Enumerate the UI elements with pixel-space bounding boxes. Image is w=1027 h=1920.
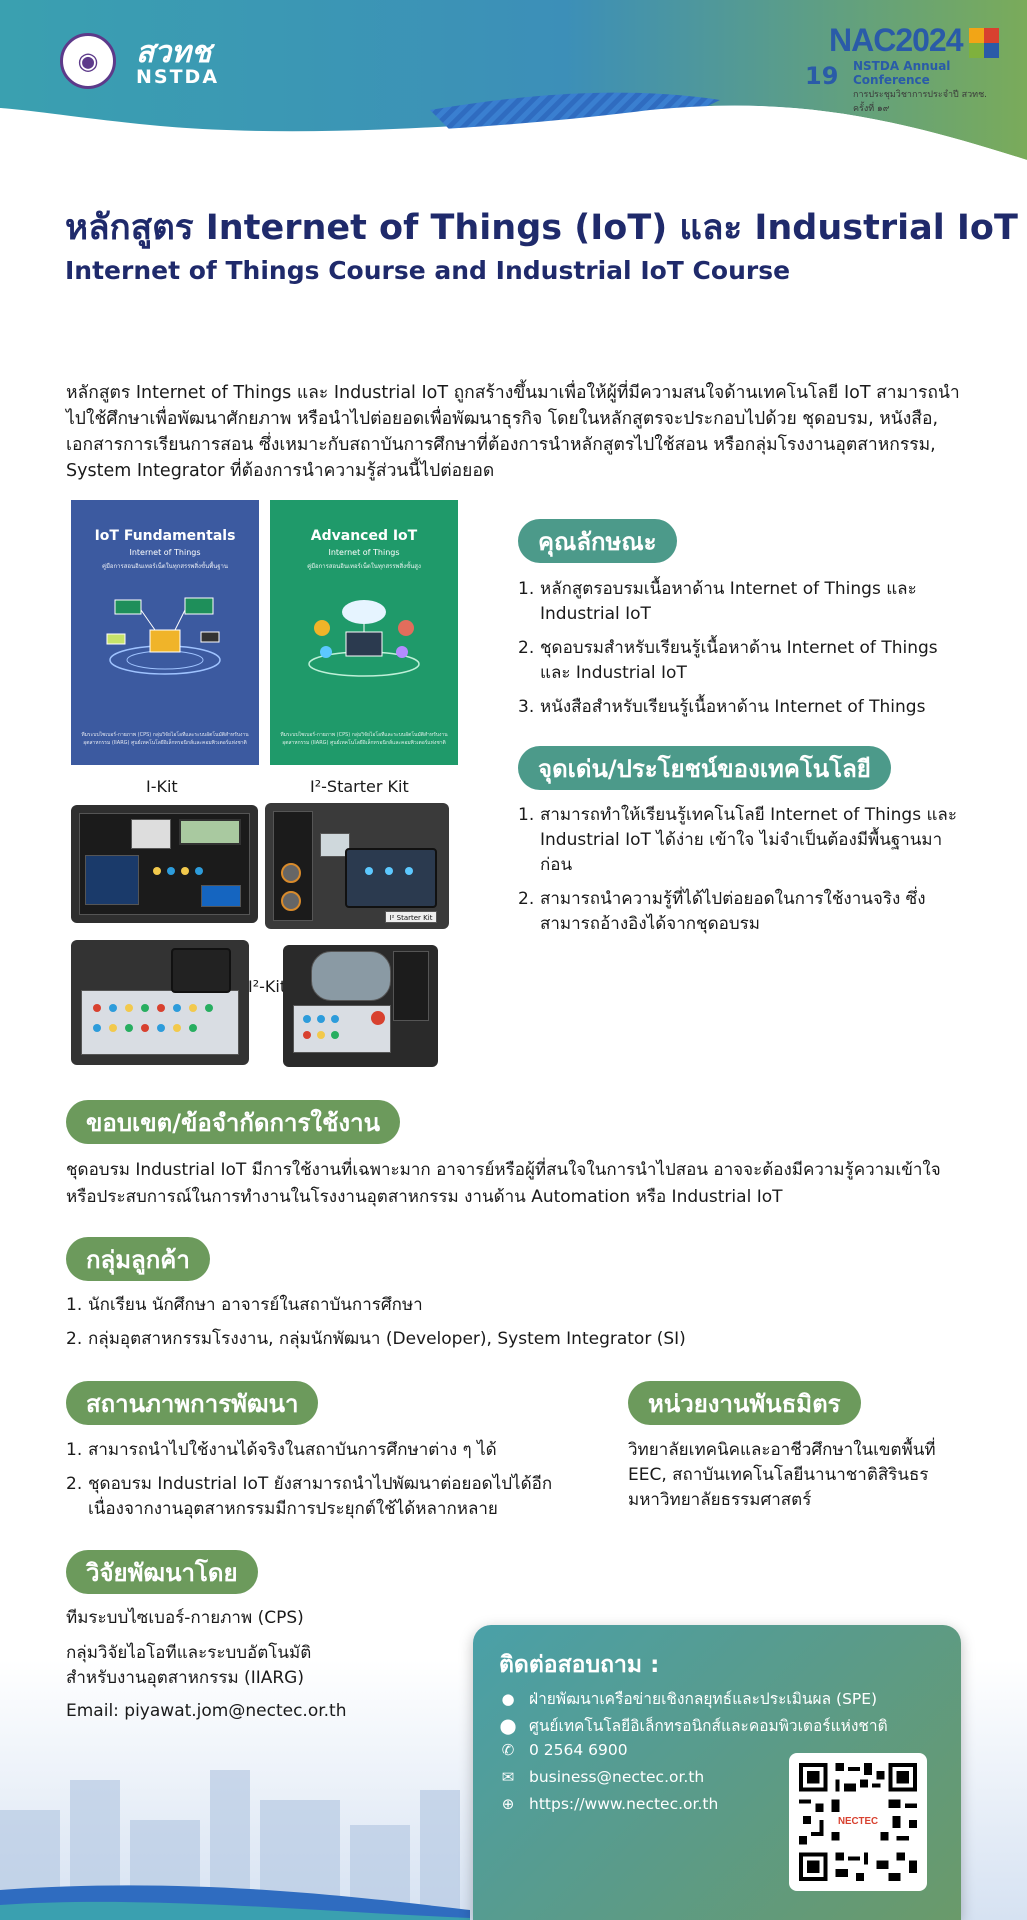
nstda-logo-thai: สวทช	[136, 35, 212, 70]
list-item: 1.สามารถนำไปใช้งานได้จริงในสถาบันการศึกษ…	[66, 1440, 497, 1460]
page-title-thai: หลักสูตร Internet of Things (IoT) และ In…	[65, 208, 1018, 248]
features-heading: คุณลักษณะ	[518, 519, 677, 563]
qr-center-label: NECTEC	[838, 1816, 878, 1827]
contact-phone[interactable]: ✆ 0 2564 6900	[499, 1741, 628, 1759]
book-title: Advanced IoT	[310, 528, 418, 544]
page-title-english: Internet of Things Course and Industrial…	[65, 256, 791, 285]
partners-text: วิทยาลัยเทคนิคและอาชีวศึกษาในเขตพื้นที่ …	[628, 1440, 936, 1510]
research-group-line1: กลุ่มวิจัยไอโอทีและระบบอัตโนมัติ	[66, 1643, 312, 1663]
book-description: คู่มือการสอนอินเทอร์เน็ตในทุกสรรพสิ่งขั้…	[101, 563, 229, 570]
i-kit-image	[71, 805, 258, 923]
header-banner: ◉ สวทช NSTDA NAC2024 19 NSTDA Annual Con…	[0, 0, 1027, 170]
customers-list: 1.นักเรียน นักศึกษา อาจารย์ในสถาบันการศึ…	[66, 1293, 966, 1361]
contact-card: ติดต่อสอบถาม : ● ฝ่ายพัฒนาเครือข่ายเชิงก…	[473, 1625, 961, 1920]
nac-edition-number: 19	[805, 62, 839, 90]
research-email[interactable]: Email: piyawat.jom@nectec.or.th	[66, 1701, 347, 1721]
customers-heading: กลุ่มลูกค้า	[66, 1237, 210, 1281]
benefits-list: 1.สามารถทำให้เรียนรู้เทคโนโลยี Internet …	[518, 803, 968, 946]
book-description: คู่มือการสอนอินเทอร์เน็ตในทุกสรรพสิ่งขั้…	[307, 563, 421, 570]
nac-title: NAC2024	[829, 22, 964, 58]
list-item: 1.สามารถทำให้เรียนรู้เทคโนโลยี Internet …	[518, 805, 957, 875]
limitations-text: ชุดอบรม Industrial IoT มีการใช้งานที่เฉพ…	[66, 1160, 941, 1207]
partners-heading: หน่วยงานพันธมิตร	[628, 1381, 861, 1425]
list-item: 2.ชุดอบรม Industrial IoT ยังสามารถนำไปพั…	[66, 1474, 553, 1519]
list-item: 3.หนังสือสำหรับเรียนรู้เนื้อหาด้าน Inter…	[518, 697, 926, 717]
contact-email[interactable]: ✉ business@nectec.or.th	[499, 1768, 705, 1786]
i2-kit-caption: I²-Kit	[248, 977, 287, 996]
nstda-seal-logo: ◉	[60, 33, 116, 89]
limitations-heading: ขอบเขต/ข้อจำกัดการใช้งาน	[66, 1100, 400, 1144]
nstda-logo: สวทช NSTDA	[136, 38, 219, 87]
nac-subtitle: NSTDA Annual Conference	[853, 59, 951, 87]
circuit-board-illustration	[106, 597, 221, 675]
intro-paragraph: หลักสูตร Internet of Things และ Industri…	[66, 383, 960, 481]
research-heading: วิจัยพัฒนาโดย	[66, 1550, 258, 1594]
list-item: 2.ชุดอบรมสำหรับเรียนรู้เนื้อหาด้าน Inter…	[518, 638, 938, 683]
list-item: 1.นักเรียน นักศึกษา อาจารย์ในสถาบันการศึ…	[66, 1295, 423, 1315]
qr-code-pattern: NECTEC	[799, 1763, 917, 1881]
research-group-line2: สำหรับงานอุตสาหกรรม (IIARG)	[66, 1668, 304, 1688]
book-footer: ทีมระบบไซเบอร์-กายภาพ (CPS) กลุ่มวิจัยไอ…	[280, 732, 448, 746]
phone-icon: ✆	[501, 1741, 515, 1759]
contact-heading: ติดต่อสอบถาม :	[499, 1652, 660, 1678]
contact-website[interactable]: ⊕ https://www.nectec.or.th	[499, 1795, 719, 1813]
nac-subtitle-thai: การประชุมวิชาการประจำปี สวทช. ครั้งที่ ๑…	[853, 90, 988, 114]
features-list: 1.หลักสูตรอบรมเนื้อหาด้าน Internet of Th…	[518, 577, 968, 729]
book-subtitle: Internet of Things	[129, 548, 201, 557]
list-item: 2.กลุ่มอุตสาหกรรมโรงงาน, กลุ่มนักพัฒนา (…	[66, 1329, 686, 1349]
book-footer: ทีมระบบไซเบอร์-กายภาพ (CPS) กลุ่มวิจัยไอ…	[81, 732, 249, 746]
contact-department: ● ฝ่ายพัฒนาเครือข่ายเชิงกลยุทธ์และประเมิ…	[499, 1686, 877, 1711]
list-item: 2.สามารถนำความรู้ที่ได้ไปต่อยอดในการใช้ง…	[518, 889, 926, 934]
research-team: ทีมระบบไซเบอร์-กายภาพ (CPS)	[66, 1608, 304, 1628]
iot-cloud-illustration	[308, 600, 420, 677]
starter-kit-label: I² Starter Kit	[385, 911, 437, 923]
book-advanced-iot: Advanced IoT Internet of Things คู่มือกา…	[270, 500, 458, 765]
i2-starter-kit-image: I² Starter Kit	[265, 803, 449, 929]
header-wave-background	[0, 0, 1027, 170]
nstda-logo-english: NSTDA	[136, 66, 220, 88]
globe-icon: ⊕	[501, 1795, 515, 1813]
book-title: IoT Fundamentals	[94, 528, 236, 544]
location-icon: ⬤	[499, 1716, 517, 1735]
nac-color-squares	[969, 28, 999, 58]
book-subtitle: Internet of Things	[328, 548, 400, 557]
people-icon: ●	[501, 1689, 515, 1708]
nac2024-logo: NAC2024 19 NSTDA Annual Conference การปร…	[805, 22, 999, 115]
contact-address: ⬤ ศูนย์เทคโนโลยีอิเล็กทรอนิกส์และคอมพิวเ…	[499, 1716, 888, 1736]
i-kit-caption: I-Kit	[146, 777, 178, 796]
benefits-heading: จุดเด่น/ประโยชน์ของเทคโนโลยี	[518, 746, 891, 790]
book-iot-fundamentals: IoT Fundamentals Internet of Things คู่ม…	[71, 500, 259, 765]
qr-code[interactable]: NECTEC	[789, 1753, 927, 1891]
i2-kit-motor-image	[283, 945, 438, 1067]
mail-icon: ✉	[501, 1768, 515, 1786]
i2-kit-case-image	[71, 940, 249, 1065]
status-list: 1.สามารถนำไปใช้งานได้จริงในสถาบันการศึกษ…	[66, 1438, 556, 1531]
i2-starter-kit-caption: I²-Starter Kit	[310, 777, 409, 796]
status-heading: สถานภาพการพัฒนา	[66, 1381, 319, 1425]
list-item: 1.หลักสูตรอบรมเนื้อหาด้าน Internet of Th…	[518, 579, 917, 624]
